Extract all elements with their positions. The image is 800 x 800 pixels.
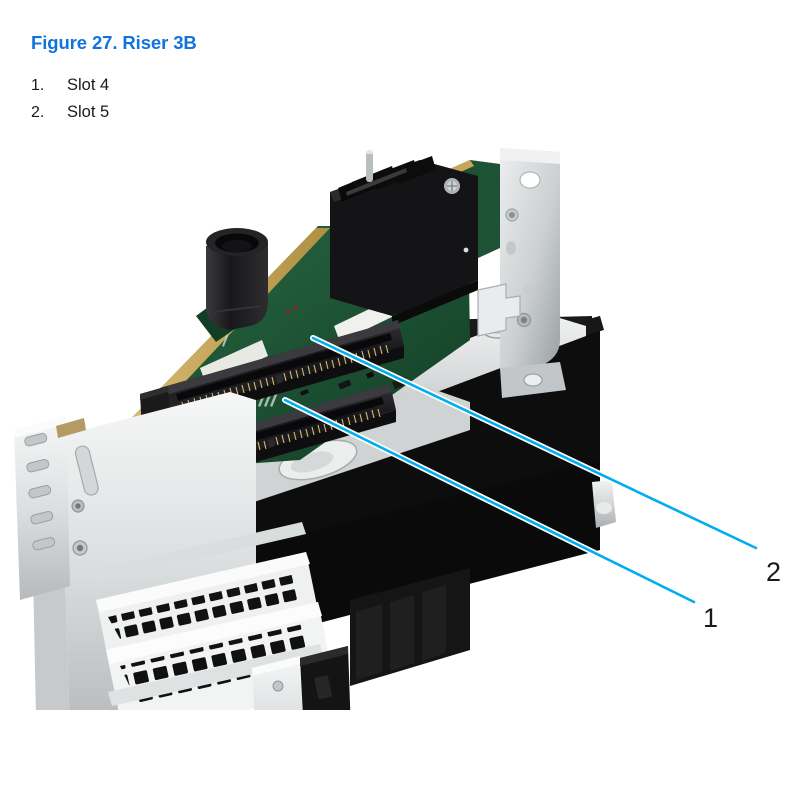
figure-caption: Figure 27. Riser 3B	[31, 32, 197, 53]
riser-photo	[0, 130, 800, 710]
callout-leaders	[282, 335, 759, 605]
callout-number-1: 1	[703, 603, 719, 633]
legend-item-1: 1. Slot 4	[31, 72, 109, 99]
legend-item-1-number: 1.	[31, 77, 45, 94]
legend-item-2-number: 2.	[31, 104, 45, 121]
chassis-left-face	[14, 392, 336, 710]
legend-item-2: 2. Slot 5	[31, 99, 109, 126]
riser-metal-bracket	[477, 148, 566, 398]
figure-legend-list: 1. Slot 4 2. Slot 5	[31, 72, 109, 126]
legend-item-2-label: Slot 5	[67, 103, 110, 121]
legend-item-1-label: Slot 4	[67, 76, 110, 94]
guide-post-cylinder	[206, 228, 268, 330]
connector-block	[330, 150, 478, 326]
chassis-right-corner	[252, 646, 351, 710]
callout-number-2: 2	[766, 557, 782, 587]
